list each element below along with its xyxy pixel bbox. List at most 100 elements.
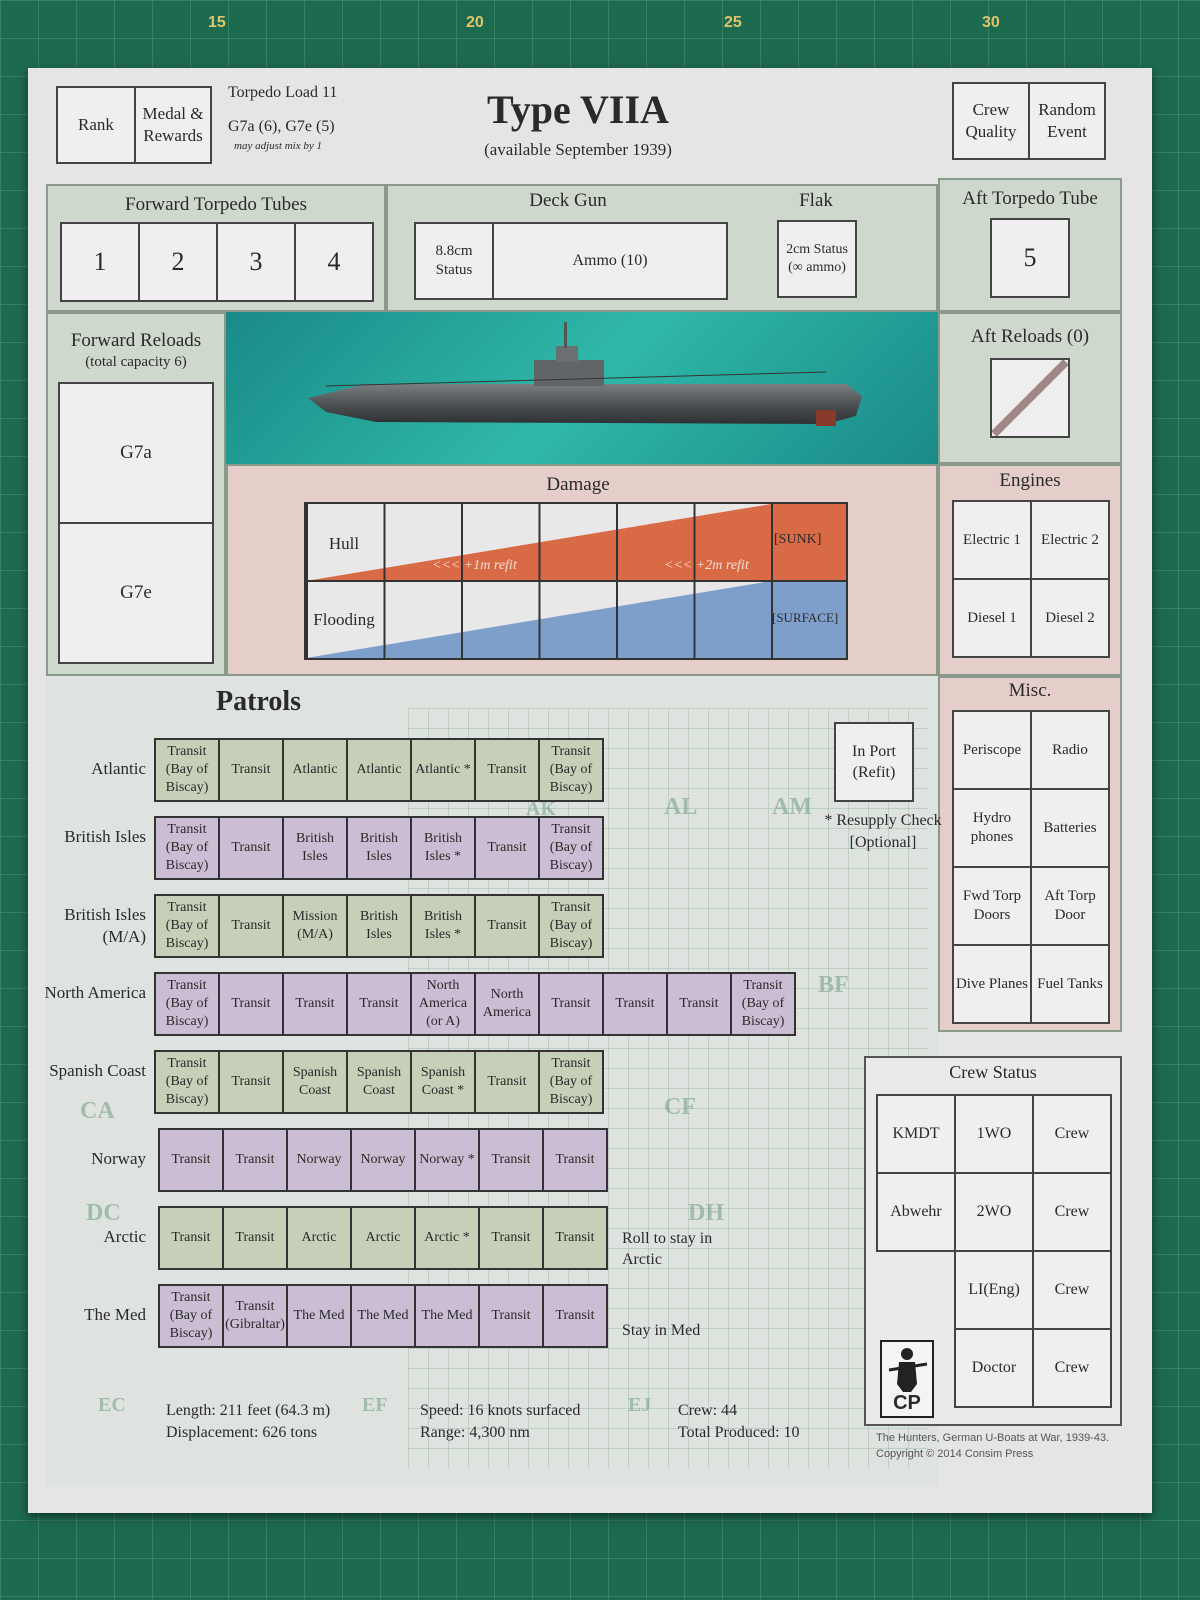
patrol-box-label: Transit (Gibraltar): [225, 1299, 285, 1332]
crew-li-eng[interactable]: LI(Eng): [954, 1250, 1034, 1330]
forward-tube-1[interactable]: 1: [60, 222, 140, 302]
patrol-box[interactable]: Transit: [542, 1128, 608, 1192]
deck-gun-ammo[interactable]: Ammo (10): [492, 222, 728, 300]
patrol-box[interactable]: Transit: [218, 738, 284, 802]
misc-aft-torp-door[interactable]: Aft Torp Door: [1030, 866, 1110, 946]
patrol-box[interactable]: Transit (Bay of Biscay): [154, 894, 220, 958]
patrol-box[interactable]: Transit (Bay of Biscay): [730, 972, 796, 1036]
aft-reload-slot[interactable]: [990, 358, 1070, 438]
patrol-box[interactable]: Norway *: [414, 1128, 480, 1192]
patrol-box[interactable]: Atlantic: [346, 738, 412, 802]
crew-general-1[interactable]: Crew: [1032, 1094, 1112, 1174]
patrol-box[interactable]: Transit: [346, 972, 412, 1036]
in-port-box[interactable]: In Port (Refit): [834, 722, 914, 802]
engine-electric-2[interactable]: Electric 2: [1030, 500, 1110, 580]
patrol-box[interactable]: Mission (M/A): [282, 894, 348, 958]
patrol-box[interactable]: Transit: [478, 1206, 544, 1270]
patrol-box[interactable]: Transit (Bay of Biscay): [154, 972, 220, 1036]
misc-periscope[interactable]: Periscope: [952, 710, 1032, 790]
patrol-box[interactable]: Transit: [218, 816, 284, 880]
patrol-box[interactable]: Spanish Coast: [346, 1050, 412, 1114]
patrol-box[interactable]: Transit: [602, 972, 668, 1036]
patrol-box[interactable]: North America: [474, 972, 540, 1036]
misc-hydrophones[interactable]: Hydro phones: [952, 788, 1032, 868]
patrol-box[interactable]: British Isles *: [410, 816, 476, 880]
patrol-box[interactable]: Transit (Bay of Biscay): [538, 738, 604, 802]
patrol-box[interactable]: British Isles: [282, 816, 348, 880]
patrol-box[interactable]: Norway: [350, 1128, 416, 1192]
reload-g7e[interactable]: G7e: [58, 522, 214, 664]
patrol-box[interactable]: Transit: [222, 1128, 288, 1192]
patrol-box[interactable]: Transit: [538, 972, 604, 1036]
patrol-box[interactable]: Transit: [218, 1050, 284, 1114]
crew-general-2[interactable]: Crew: [1032, 1172, 1112, 1252]
patrol-box[interactable]: Norway: [286, 1128, 352, 1192]
engine-diesel-1[interactable]: Diesel 1: [952, 578, 1032, 658]
reload-g7a[interactable]: G7a: [58, 382, 214, 524]
patrol-box[interactable]: Transit: [474, 816, 540, 880]
patrol-box[interactable]: The Med: [350, 1284, 416, 1348]
patrol-box[interactable]: Transit (Bay of Biscay): [154, 816, 220, 880]
surface-label[interactable]: [SURFACE]: [772, 610, 839, 625]
crew-general-4[interactable]: Crew: [1032, 1328, 1112, 1408]
patrol-box[interactable]: Transit: [158, 1128, 224, 1192]
patrol-box[interactable]: British Isles: [346, 816, 412, 880]
patrol-box[interactable]: Transit (Gibraltar): [222, 1284, 288, 1348]
crew-abwehr[interactable]: Abwehr: [876, 1172, 956, 1252]
patrol-box[interactable]: Transit (Bay of Biscay): [538, 1050, 604, 1114]
patrol-box[interactable]: Transit (Bay of Biscay): [158, 1284, 224, 1348]
patrol-box[interactable]: Transit: [282, 972, 348, 1036]
patrol-box[interactable]: Atlantic: [282, 738, 348, 802]
patrol-box[interactable]: Spanish Coast: [282, 1050, 348, 1114]
patrol-box[interactable]: Transit: [542, 1206, 608, 1270]
crew-quality-box[interactable]: Crew Quality: [952, 82, 1030, 160]
patrol-box[interactable]: Transit: [474, 894, 540, 958]
forward-tube-2[interactable]: 2: [138, 222, 218, 302]
misc-radio[interactable]: Radio: [1030, 710, 1110, 790]
forward-tube-3[interactable]: 3: [216, 222, 296, 302]
crew-2wo[interactable]: 2WO: [954, 1172, 1034, 1252]
patrol-box[interactable]: Arctic: [350, 1206, 416, 1270]
patrol-box[interactable]: Transit (Bay of Biscay): [154, 738, 220, 802]
patrol-box[interactable]: Arctic: [286, 1206, 352, 1270]
patrol-box[interactable]: Spanish Coast *: [410, 1050, 476, 1114]
patrol-box[interactable]: Transit: [222, 1206, 288, 1270]
patrol-box[interactable]: Transit: [474, 738, 540, 802]
patrol-box[interactable]: Transit (Bay of Biscay): [154, 1050, 220, 1114]
rank-box[interactable]: Rank: [56, 86, 136, 164]
flak-status[interactable]: 2cm Status (∞ ammo): [777, 220, 857, 298]
crew-kmdt[interactable]: KMDT: [876, 1094, 956, 1174]
misc-fwd-torp-doors[interactable]: Fwd Torp Doors: [952, 866, 1032, 946]
engine-electric-1[interactable]: Electric 1: [952, 500, 1032, 580]
patrol-box[interactable]: Transit (Bay of Biscay): [538, 894, 604, 958]
patrol-box[interactable]: Transit: [478, 1128, 544, 1192]
misc-fuel-tanks[interactable]: Fuel Tanks: [1030, 944, 1110, 1024]
forward-tube-4[interactable]: 4: [294, 222, 374, 302]
crew-1wo[interactable]: 1WO: [954, 1094, 1034, 1174]
patrol-box[interactable]: Arctic *: [414, 1206, 480, 1270]
patrol-box[interactable]: Transit: [474, 1050, 540, 1114]
patrol-box[interactable]: British Isles *: [410, 894, 476, 958]
patrol-box[interactable]: The Med: [414, 1284, 480, 1348]
aft-tube-5[interactable]: 5: [990, 218, 1070, 298]
deck-gun-status[interactable]: 8.8cm Status: [414, 222, 494, 300]
crew-general-3[interactable]: Crew: [1032, 1250, 1112, 1330]
patrol-box[interactable]: Atlantic *: [410, 738, 476, 802]
misc-batteries[interactable]: Batteries: [1030, 788, 1110, 868]
patrol-box[interactable]: North America (or A): [410, 972, 476, 1036]
misc-dive-planes[interactable]: Dive Planes: [952, 944, 1032, 1024]
sunk-label[interactable]: [SUNK]: [774, 532, 822, 547]
patrol-box[interactable]: Transit: [158, 1206, 224, 1270]
patrol-box[interactable]: Transit: [666, 972, 732, 1036]
random-event-box[interactable]: Random Event: [1028, 82, 1106, 160]
patrol-box[interactable]: Transit: [542, 1284, 608, 1348]
patrol-box[interactable]: Transit: [218, 972, 284, 1036]
engine-diesel-2[interactable]: Diesel 2: [1030, 578, 1110, 658]
crew-doctor[interactable]: Doctor: [954, 1328, 1034, 1408]
patrol-box[interactable]: British Isles: [346, 894, 412, 958]
patrol-box[interactable]: Transit: [218, 894, 284, 958]
medal-box[interactable]: Medal & Rewards: [134, 86, 212, 164]
patrol-box[interactable]: Transit (Bay of Biscay): [538, 816, 604, 880]
patrol-box[interactable]: The Med: [286, 1284, 352, 1348]
patrol-box[interactable]: Transit: [478, 1284, 544, 1348]
